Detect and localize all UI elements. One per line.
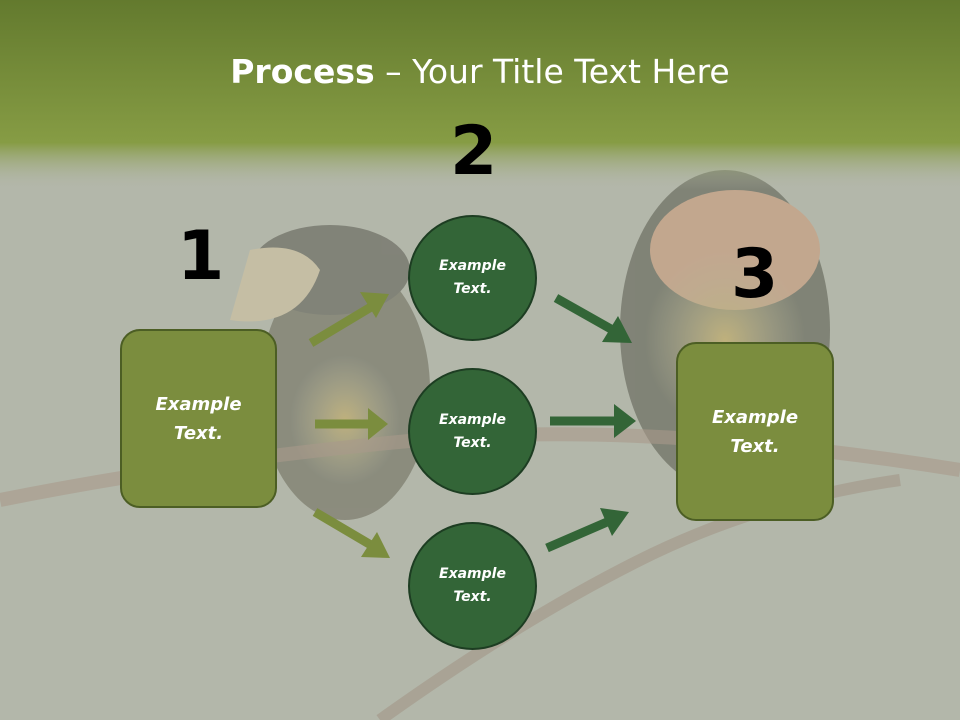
arrow-middle-to-right: [550, 404, 636, 438]
title-bold: Process: [230, 52, 375, 91]
arrow-top-to-right: [553, 294, 632, 343]
right-process-box: Example Text.: [676, 342, 834, 521]
process-circle-bottom: Example Text.: [408, 522, 537, 650]
step-number-3: 3: [731, 235, 779, 314]
process-circle-top: Example Text.: [408, 215, 537, 341]
arrow-left-to-top: [308, 292, 389, 347]
left-process-box: Example Text.: [120, 329, 277, 508]
slide-title: Process – Your Title Text Here: [0, 52, 960, 91]
title-rest: – Your Title Text Here: [374, 52, 730, 91]
process-circle-middle: Example Text.: [408, 368, 537, 495]
arrow-left-to-bottom: [312, 508, 390, 558]
arrow-left-to-middle: [315, 408, 388, 440]
step-number-2: 2: [450, 112, 498, 191]
step-number-1: 1: [177, 217, 225, 296]
arrow-bottom-to-right: [545, 508, 629, 553]
